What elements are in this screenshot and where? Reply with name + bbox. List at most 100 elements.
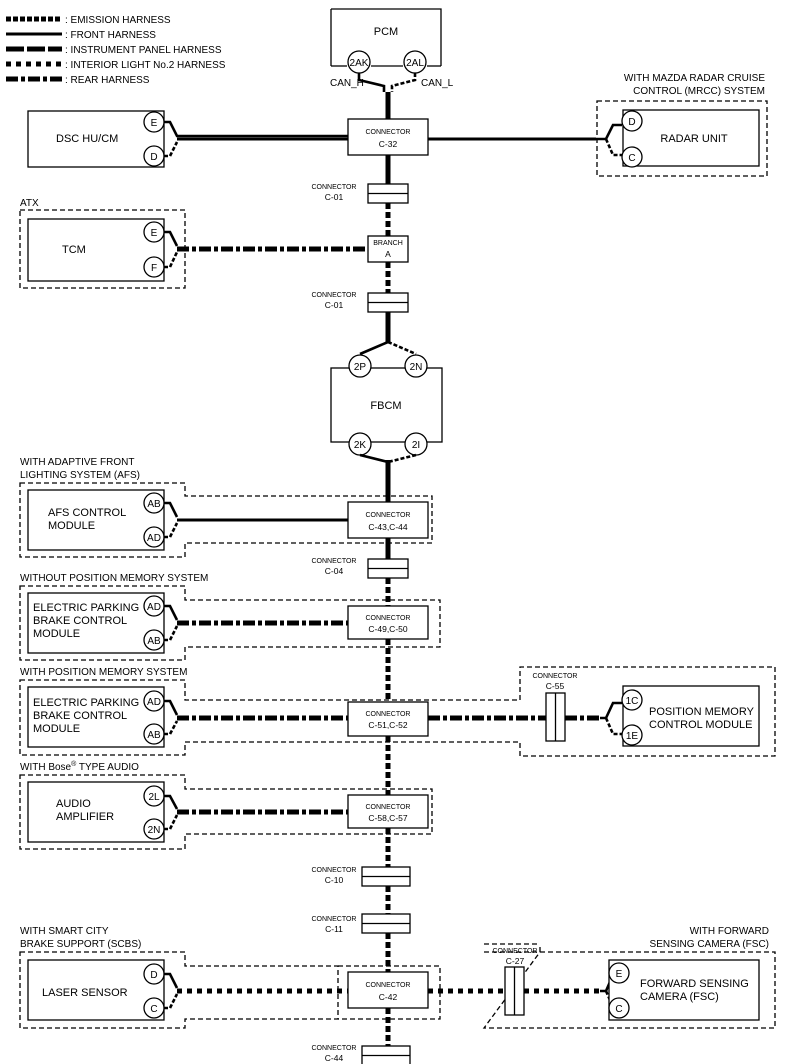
c5152-id: C-51,C-52 (368, 720, 407, 730)
connector-c10: CONNECTOR C-10 (312, 866, 411, 887)
c5857-id: C-58,C-57 (368, 813, 407, 823)
connector-c32 (347, 118, 429, 156)
dsc-pin-e-label: E (151, 118, 158, 129)
laser-pin-c-label: C (150, 1004, 157, 1015)
audio-label-1: AUDIO (56, 798, 91, 810)
pcm-pin-2ak-label: 2AK (350, 58, 369, 69)
epb2-pin-ad-label: AD (147, 697, 161, 708)
audio-label-2: AMPLIFIER (56, 811, 114, 823)
fbcm-pin-2p (348, 354, 372, 378)
connector-c01-upper: CONNECTOR C-01 (312, 183, 409, 204)
c27-word: CONNECTOR (493, 948, 538, 955)
fsc-pin-c-label: C (615, 1004, 622, 1015)
fsc-pin-e (608, 962, 630, 984)
pmcm-label-1: POSITION MEMORY (649, 706, 755, 718)
pcm-label: PCM (374, 26, 398, 38)
branch-word: BRANCH (373, 240, 403, 247)
c04-id: C-04 (325, 566, 344, 576)
c01a-id: C-01 (325, 192, 344, 202)
afs-pin-ad-label: AD (147, 533, 161, 544)
c04-word: CONNECTOR (312, 558, 357, 565)
connector-c01-lower: CONNECTOR C-01 (312, 292, 409, 313)
fsc-group-label-2: SENSING CAMERA (FSC) (650, 939, 769, 950)
fsc-group-label-1: WITH FORWARD (690, 926, 769, 937)
pcm-module: PCM 2AK 2AL CAN_H CAN_L (330, 8, 454, 92)
connector-c32-id: C-32 (379, 139, 398, 149)
c10-word: CONNECTOR (312, 867, 357, 874)
audio-amplifier-box (27, 781, 165, 843)
radar-pin-d-label: D (628, 117, 635, 128)
c01a-word: CONNECTOR (312, 184, 357, 191)
tcm-row: ATX TCM E F BRANCH A (19, 198, 409, 289)
pcm-pin-2al-label: 2AL (406, 58, 424, 69)
fbcm-module: FBCM 2P 2N 2K 2I (330, 340, 443, 464)
connector-c51-c52 (347, 701, 429, 737)
epb1-label-3: MODULE (33, 628, 80, 640)
c27-id: C-27 (506, 956, 525, 966)
pmcm-pin-1c (621, 689, 643, 711)
dsc-row: DSC HU/CM E D CONNECTOR C-32 WITH MAZDA … (27, 73, 768, 177)
epb2-label-1: ELECTRIC PARKING (33, 697, 139, 709)
c11-word: CONNECTOR (312, 916, 357, 923)
epb1-label-2: BRAKE CONTROL (33, 615, 127, 627)
c42-word: CONNECTOR (366, 982, 411, 989)
c5152-word: CONNECTOR (366, 711, 411, 718)
branch-id: A (385, 249, 391, 259)
epb2-option-box (19, 666, 776, 757)
c4344-id: C-43,C-44 (368, 522, 407, 532)
epb1-module-box (27, 592, 165, 654)
pmcm-pin-1e (621, 724, 643, 746)
c44-id: C-44 (325, 1053, 344, 1063)
fbcm-box (330, 367, 443, 443)
epb1-option-box (19, 585, 441, 661)
connector-c58-c57 (347, 794, 429, 829)
legend-rear-label: : REAR HARNESS (65, 75, 150, 86)
afs-label-2: MODULE (48, 520, 95, 532)
laser-pin-d-label: D (150, 970, 157, 981)
can-l-label: CAN_L (421, 78, 454, 89)
epb1-group-label: WITHOUT POSITION MEMORY SYSTEM (20, 573, 208, 584)
afs-option-box (19, 482, 433, 558)
afs-pin-ab-label: AB (147, 499, 161, 510)
fbcm-pin-2n-label: 2N (410, 362, 423, 373)
afs-control-module-box (27, 489, 165, 551)
fsc-camera-box (608, 959, 760, 1021)
connector-c43-c44 (347, 501, 429, 539)
radar-pin-d (621, 110, 643, 132)
pmcm-pin-1e-label: 1E (626, 731, 639, 742)
audio-pin-2l-label: 2L (148, 792, 160, 803)
c11-id: C-11 (325, 924, 343, 934)
legend-emission-label: : EMISSION HARNESS (65, 15, 171, 26)
atx-group-label: ATX (20, 198, 39, 209)
connector-c04: CONNECTOR C-04 (312, 558, 409, 579)
epb2-label-2: BRAKE CONTROL (33, 710, 127, 722)
c4950-word: CONNECTOR (366, 615, 411, 622)
epb2-group-label: WITH POSITION MEMORY SYSTEM (20, 667, 187, 678)
radar-pin-c (621, 146, 643, 168)
c01b-word: CONNECTOR (312, 292, 357, 299)
radar-unit-box (622, 109, 760, 167)
afs-group-label-1: WITH ADAPTIVE FRONT (20, 457, 134, 468)
fbcm-label: FBCM (370, 400, 401, 412)
mrcc-group-label-1: WITH MAZDA RADAR CRUISE (624, 73, 765, 84)
can-h-label: CAN_H (330, 78, 364, 89)
c55-id: C-55 (546, 681, 565, 691)
fsc-label-1: FORWARD SENSING (640, 978, 749, 990)
tcm-box (27, 218, 165, 282)
connector-c11: CONNECTOR C-11 (312, 913, 411, 934)
tcm-pin-f-label: F (151, 263, 157, 274)
fbcm-pin-2i-label: 2I (412, 440, 420, 451)
scbs-group-label-2: BRAKE SUPPORT (SCBS) (20, 939, 141, 950)
epb1-pin-ab-label: AB (147, 636, 161, 647)
tcm-pin-e-label: E (151, 228, 158, 239)
afs-group-label-2: LIGHTING SYSTEM (AFS) (20, 470, 140, 481)
scbs-fsc-row: WITH SMART CITY BRAKE SUPPORT (SCBS) LAS… (19, 926, 776, 1029)
c5857-word: CONNECTOR (366, 804, 411, 811)
position-memory-module-box (622, 685, 760, 747)
c10-id: C-10 (325, 875, 344, 885)
legend-instrument-label: : INSTRUMENT PANEL HARNESS (65, 45, 222, 56)
epb1-pin-ad-label: AD (147, 602, 161, 613)
pmcm-label-2: CONTROL MODULE (649, 719, 753, 731)
fsc-pin-e-label: E (616, 969, 623, 980)
